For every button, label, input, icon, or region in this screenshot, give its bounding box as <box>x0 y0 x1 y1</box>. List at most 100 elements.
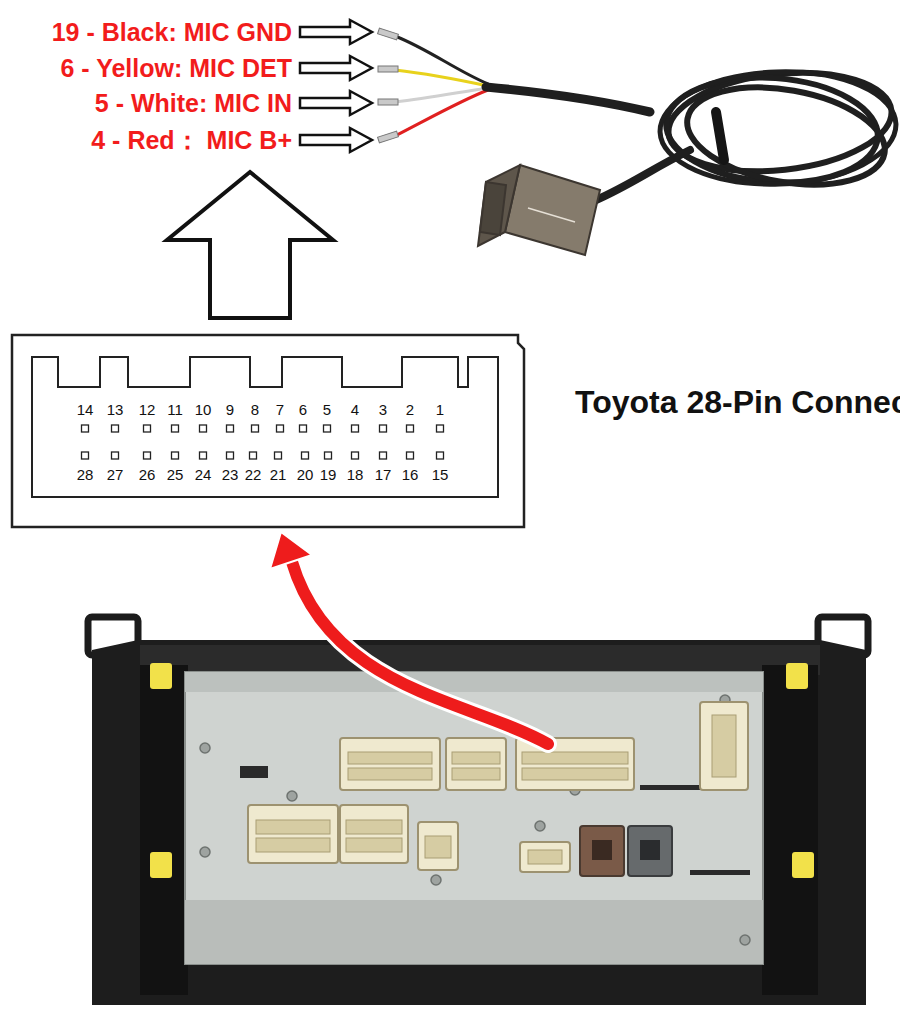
wire-terminal <box>378 28 399 40</box>
head-unit <box>140 665 188 995</box>
pin-number: 10 <box>195 402 212 418</box>
head-unit <box>628 826 672 876</box>
pin-square <box>302 452 309 459</box>
pin-square <box>407 452 414 459</box>
head-unit <box>520 842 570 872</box>
pin-square <box>227 452 234 459</box>
pin-number: 12 <box>139 402 156 418</box>
pin-number: 14 <box>77 402 94 418</box>
head-unit <box>240 766 268 778</box>
head-unit <box>640 785 700 790</box>
pointer-arrow <box>270 532 312 569</box>
pointer-arrow <box>300 128 372 152</box>
head-unit <box>200 847 210 857</box>
pin-square <box>172 452 179 459</box>
head-unit <box>287 791 297 801</box>
wire <box>395 90 488 136</box>
cable <box>486 87 650 112</box>
pin-number: 20 <box>297 467 314 483</box>
pin-number: 19 <box>320 467 337 483</box>
head-unit <box>348 768 432 780</box>
pin-label: 4 - Red： MIC B+ <box>91 126 292 154</box>
head-unit <box>522 752 628 764</box>
wire <box>395 70 488 86</box>
pointer-arrow <box>300 20 372 152</box>
head-unit <box>346 838 402 852</box>
pin-square <box>82 452 89 459</box>
pin-square <box>172 425 179 432</box>
pin-number: 27 <box>107 467 124 483</box>
head-unit <box>185 672 763 692</box>
head-unit <box>690 870 750 875</box>
pin-number: 24 <box>195 467 212 483</box>
pin-square <box>380 452 387 459</box>
head-unit <box>256 838 330 852</box>
pin-number: 23 <box>222 467 239 483</box>
pin-number: 16 <box>402 467 419 483</box>
pin-number: 18 <box>347 467 364 483</box>
head-unit <box>640 840 660 860</box>
pin-square <box>112 425 119 432</box>
pin-square <box>352 425 359 432</box>
pin-number: 13 <box>107 402 124 418</box>
head-unit <box>528 850 562 864</box>
head-unit <box>200 743 210 753</box>
pointer-arrow <box>300 20 372 44</box>
pin-number: 5 <box>323 402 331 418</box>
cable <box>680 73 893 198</box>
wire-terminal <box>378 28 399 143</box>
head-unit <box>340 805 408 863</box>
connector-pinout: 1413121110987654321282726252423222120191… <box>10 333 526 529</box>
head-unit <box>418 822 458 870</box>
pin-label: 6 - Yellow: MIC DET <box>60 54 292 82</box>
pointer-arrow <box>270 532 548 744</box>
pin-number: 9 <box>226 402 234 418</box>
head-unit <box>452 752 500 764</box>
pointer-arrow <box>292 562 548 744</box>
pin-number: 17 <box>375 467 392 483</box>
pin-square <box>227 425 234 432</box>
plug <box>480 182 506 235</box>
wire-terminal <box>378 66 398 72</box>
pin-square <box>437 452 444 459</box>
plug <box>478 165 520 246</box>
head-unit <box>200 695 750 945</box>
pin-number: 11 <box>167 402 183 418</box>
head-unit <box>346 820 402 834</box>
pin-square <box>437 425 444 432</box>
plug <box>505 165 600 255</box>
pin-square <box>82 425 89 432</box>
head-unit <box>740 935 750 945</box>
pointer-arrow <box>292 562 548 744</box>
pin-square <box>144 425 151 432</box>
pin-square <box>112 452 119 459</box>
pin-number: 3 <box>379 402 387 418</box>
pin-number: 22 <box>245 467 262 483</box>
pin-square <box>144 452 151 459</box>
pin-number: 21 <box>270 467 287 483</box>
cable <box>596 150 690 200</box>
pin-square <box>325 452 332 459</box>
up-arrow <box>167 172 333 318</box>
wire <box>395 36 488 136</box>
head-unit <box>88 617 868 1005</box>
head-unit <box>700 702 748 790</box>
pin-square <box>200 452 207 459</box>
head-unit <box>535 821 545 831</box>
pin-square <box>277 425 284 432</box>
pin-label: 5 - White: MIC IN <box>95 89 292 117</box>
head-unit <box>762 665 818 995</box>
head-unit <box>786 663 808 689</box>
pointer-arrow <box>300 56 372 80</box>
diagram-title: Toyota 28-Pin Connector <box>575 378 885 426</box>
pin-square <box>250 452 257 459</box>
connector-outline <box>32 357 498 497</box>
pin-square <box>200 425 207 432</box>
pin-number: 25 <box>167 467 184 483</box>
cable <box>716 112 724 160</box>
pointer-arrow <box>300 91 372 115</box>
wire-terminal <box>378 131 399 143</box>
connector-outline <box>10 333 526 529</box>
head-unit <box>150 663 172 689</box>
head-unit <box>792 852 814 878</box>
